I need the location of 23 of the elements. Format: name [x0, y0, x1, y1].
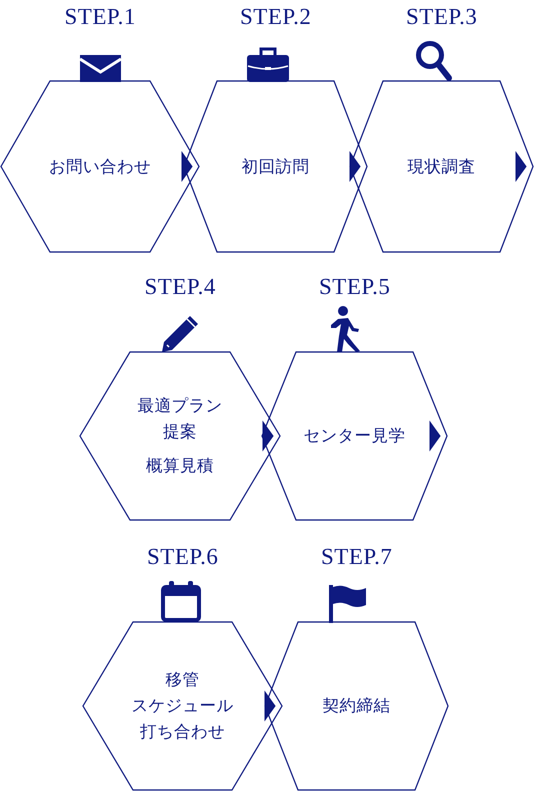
arrowhead [264, 690, 276, 722]
step-text: センター見学 [304, 425, 406, 447]
step-text: 移管 [166, 669, 200, 691]
step-text: 現状調査 [408, 156, 476, 178]
step-label: STEP.4 [144, 274, 216, 300]
step-text: 最適プラン提案 [136, 395, 224, 443]
step-text: お問い合わせ [49, 156, 151, 178]
step-text: 打ち合わせ [140, 721, 225, 743]
step-label: STEP.3 [406, 4, 478, 30]
arrowhead [430, 420, 441, 452]
step-text: スケジュール [132, 695, 234, 717]
step-label: STEP.5 [319, 274, 390, 300]
arrowhead [182, 150, 193, 182]
step-label: STEP.6 [147, 544, 218, 570]
step-text: 概算見積 [145, 455, 215, 477]
step-text: 初回訪問 [242, 156, 310, 178]
arrowhead [516, 150, 527, 182]
arrowhead [350, 150, 361, 182]
step-label: STEP.2 [240, 4, 312, 30]
step-label: STEP.1 [64, 4, 136, 30]
arrowhead [262, 420, 274, 452]
step-label: STEP.7 [321, 544, 392, 570]
step-text: 契約締結 [322, 695, 390, 717]
